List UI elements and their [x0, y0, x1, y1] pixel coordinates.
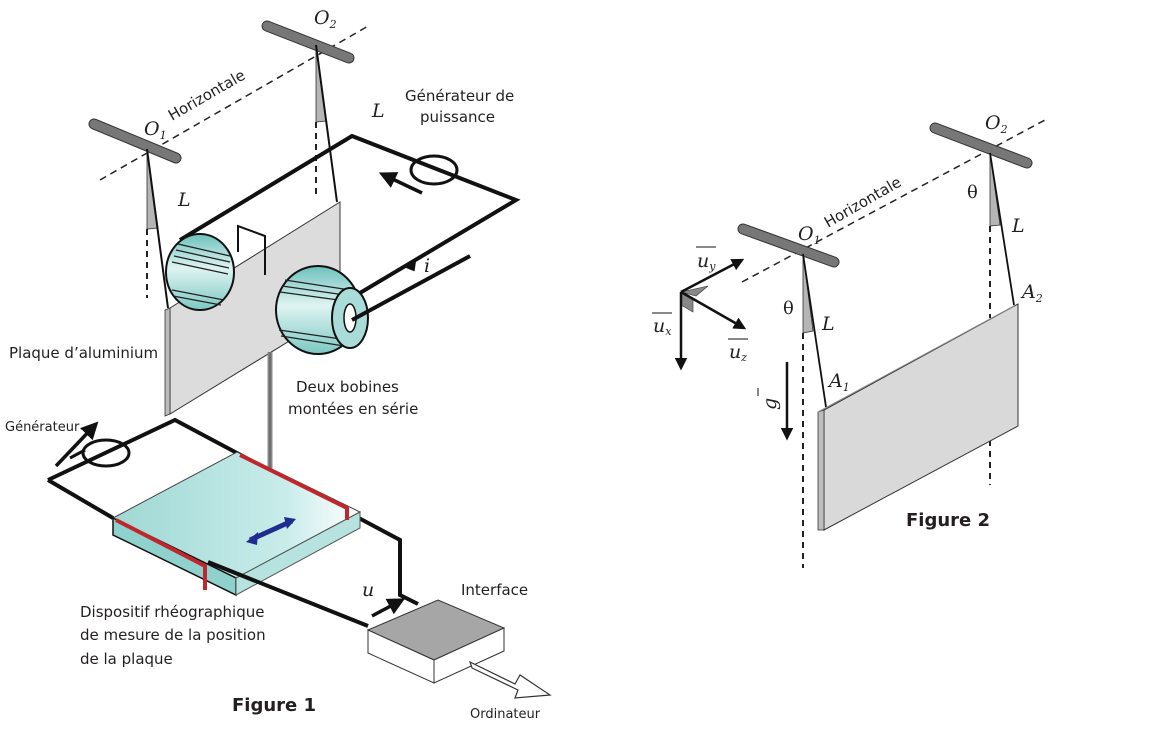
svg-text:ux: ux	[653, 315, 672, 338]
label-power-generator-1: Générateur de	[405, 87, 514, 105]
wire-o1-a1	[802, 253, 827, 408]
label-unit-y: uy	[696, 246, 716, 273]
label-coils-1: Deux bobines	[296, 378, 399, 396]
label-rheo-2: de mesure de la position	[80, 626, 266, 644]
svg-text:g: g	[759, 398, 781, 410]
unit-vector-y-arrow	[680, 258, 745, 294]
label-o2-fig2: O2	[985, 112, 1008, 136]
generator-circuit-wire	[47, 417, 419, 606]
label-length-o2: L	[371, 100, 385, 122]
figure-1-caption: Figure 1	[232, 695, 316, 716]
label-rheo-3: de la plaque	[80, 650, 173, 668]
label-computer: Ordinateur	[470, 707, 541, 722]
figure-2: O1 O2 Horizontale θ θ L L A1 A2 uy ux uz…	[652, 112, 1046, 568]
suspension-wire-1	[146, 148, 169, 309]
electrode-back	[239, 453, 349, 520]
label-length-o2-fig2: L	[1011, 215, 1025, 237]
figure-2-caption: Figure 2	[906, 510, 990, 531]
label-aluminium-plate: Plaque d’aluminium	[9, 344, 158, 362]
current-arrow	[402, 258, 417, 272]
horizontal-axis-line-fig2	[741, 119, 1046, 283]
coil-link-wire	[237, 224, 266, 275]
label-a1: A1	[827, 370, 850, 394]
label-a2: A2	[1020, 281, 1043, 305]
power-circuit-wire	[178, 133, 521, 320]
pivot-rod-o1-fig2	[737, 223, 840, 268]
power-generator-symbol	[409, 154, 459, 186]
voltage-arrow	[371, 598, 406, 618]
label-gravity: g	[757, 388, 781, 410]
label-length-o1: L	[177, 189, 191, 211]
suspended-plate	[823, 303, 1019, 531]
pivot-rod-o2-fig2	[929, 122, 1033, 169]
figure-1: O1 O2 Horizontale L L Générateur de puis…	[5, 7, 552, 722]
label-unit-x: ux	[652, 312, 672, 338]
label-rheo-1: Dispositif rhéographique	[80, 603, 264, 621]
label-unit-z: uz	[728, 338, 748, 364]
interface-box	[366, 599, 506, 684]
label-o1-fig2: O1	[798, 223, 821, 247]
pivot-rod-o1	[88, 118, 182, 164]
horizontal-axis-line	[99, 24, 371, 181]
label-length-o1-fig2: L	[821, 313, 835, 335]
label-horizontale-fig1: Horizontale	[165, 66, 248, 125]
rheographic-device	[111, 451, 362, 597]
suspension-wire-2	[315, 44, 338, 203]
generator-symbol	[81, 438, 131, 468]
axes-triad	[674, 258, 747, 371]
pivot-rod-o2	[261, 20, 355, 64]
unit-vector-z-arrow	[680, 290, 747, 330]
label-o1: O1	[144, 118, 167, 142]
label-power-generator-2: puissance	[420, 108, 495, 126]
coil-2	[275, 265, 369, 355]
label-coils-2: montées en série	[288, 400, 418, 418]
wire-o2-a2	[989, 152, 1015, 306]
label-o2: O2	[314, 7, 337, 31]
svg-text:uy: uy	[697, 250, 716, 273]
computer-output-arrow	[468, 660, 552, 699]
label-voltage-u: u	[362, 579, 374, 601]
label-theta-o1: θ	[783, 298, 794, 319]
svg-text:uz: uz	[729, 341, 747, 364]
electrode-front	[115, 518, 207, 590]
coil-1	[165, 233, 235, 311]
label-theta-o2: θ	[967, 182, 978, 203]
generator-arrow	[54, 421, 99, 468]
label-current-i: i	[424, 255, 430, 277]
power-generator-arrow	[378, 172, 423, 195]
label-generator: Générateur	[5, 420, 80, 435]
label-interface: Interface	[461, 581, 528, 599]
